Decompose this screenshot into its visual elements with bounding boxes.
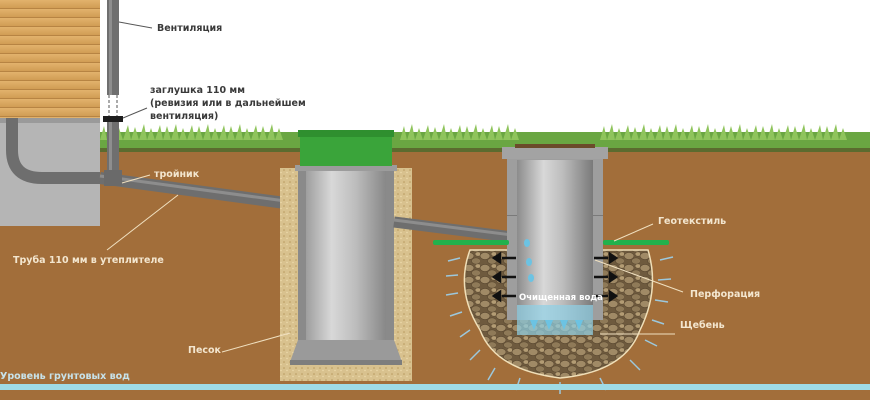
ventilation-pipe bbox=[107, 0, 119, 180]
leader-lines-light bbox=[106, 174, 684, 353]
drain-pipe bbox=[6, 118, 301, 211]
label-pipe-insulated: Труба 110 мм в утеплителе bbox=[13, 255, 164, 266]
label-plug-line3: вентиляция) bbox=[150, 111, 219, 122]
septic-tank-1 bbox=[290, 165, 402, 365]
groundwater-line bbox=[0, 384, 870, 390]
geotextile-left bbox=[433, 240, 509, 245]
plug-cap bbox=[103, 116, 123, 122]
label-geotextile: Геотекстиль bbox=[658, 216, 727, 227]
sky bbox=[0, 0, 870, 150]
label-tee: тройник bbox=[154, 169, 200, 180]
tee-fitting bbox=[104, 170, 122, 186]
label-perforation: Перфорация bbox=[690, 289, 761, 300]
label-plug-line1: заглушка 110 мм bbox=[150, 85, 245, 96]
overflow-pipe bbox=[393, 216, 521, 244]
filter-well bbox=[502, 144, 608, 320]
label-purified-water: Очищенная вода bbox=[519, 293, 603, 303]
leader-lines-dark bbox=[118, 21, 153, 119]
tank-lid bbox=[298, 130, 394, 166]
grass-strip bbox=[100, 124, 870, 152]
label-ventilation: Вентиляция bbox=[157, 23, 223, 34]
label-crushed-stone: Щебень bbox=[680, 320, 725, 331]
label-groundwater-level: Уровень грунтовых вод bbox=[0, 371, 130, 382]
label-plug-line2: (ревизия или в дальнейшем bbox=[150, 98, 306, 109]
geotextile-right bbox=[603, 240, 669, 245]
perforation-arrows bbox=[491, 251, 619, 303]
label-sand: Песок bbox=[188, 345, 221, 356]
water-drops bbox=[524, 239, 583, 330]
